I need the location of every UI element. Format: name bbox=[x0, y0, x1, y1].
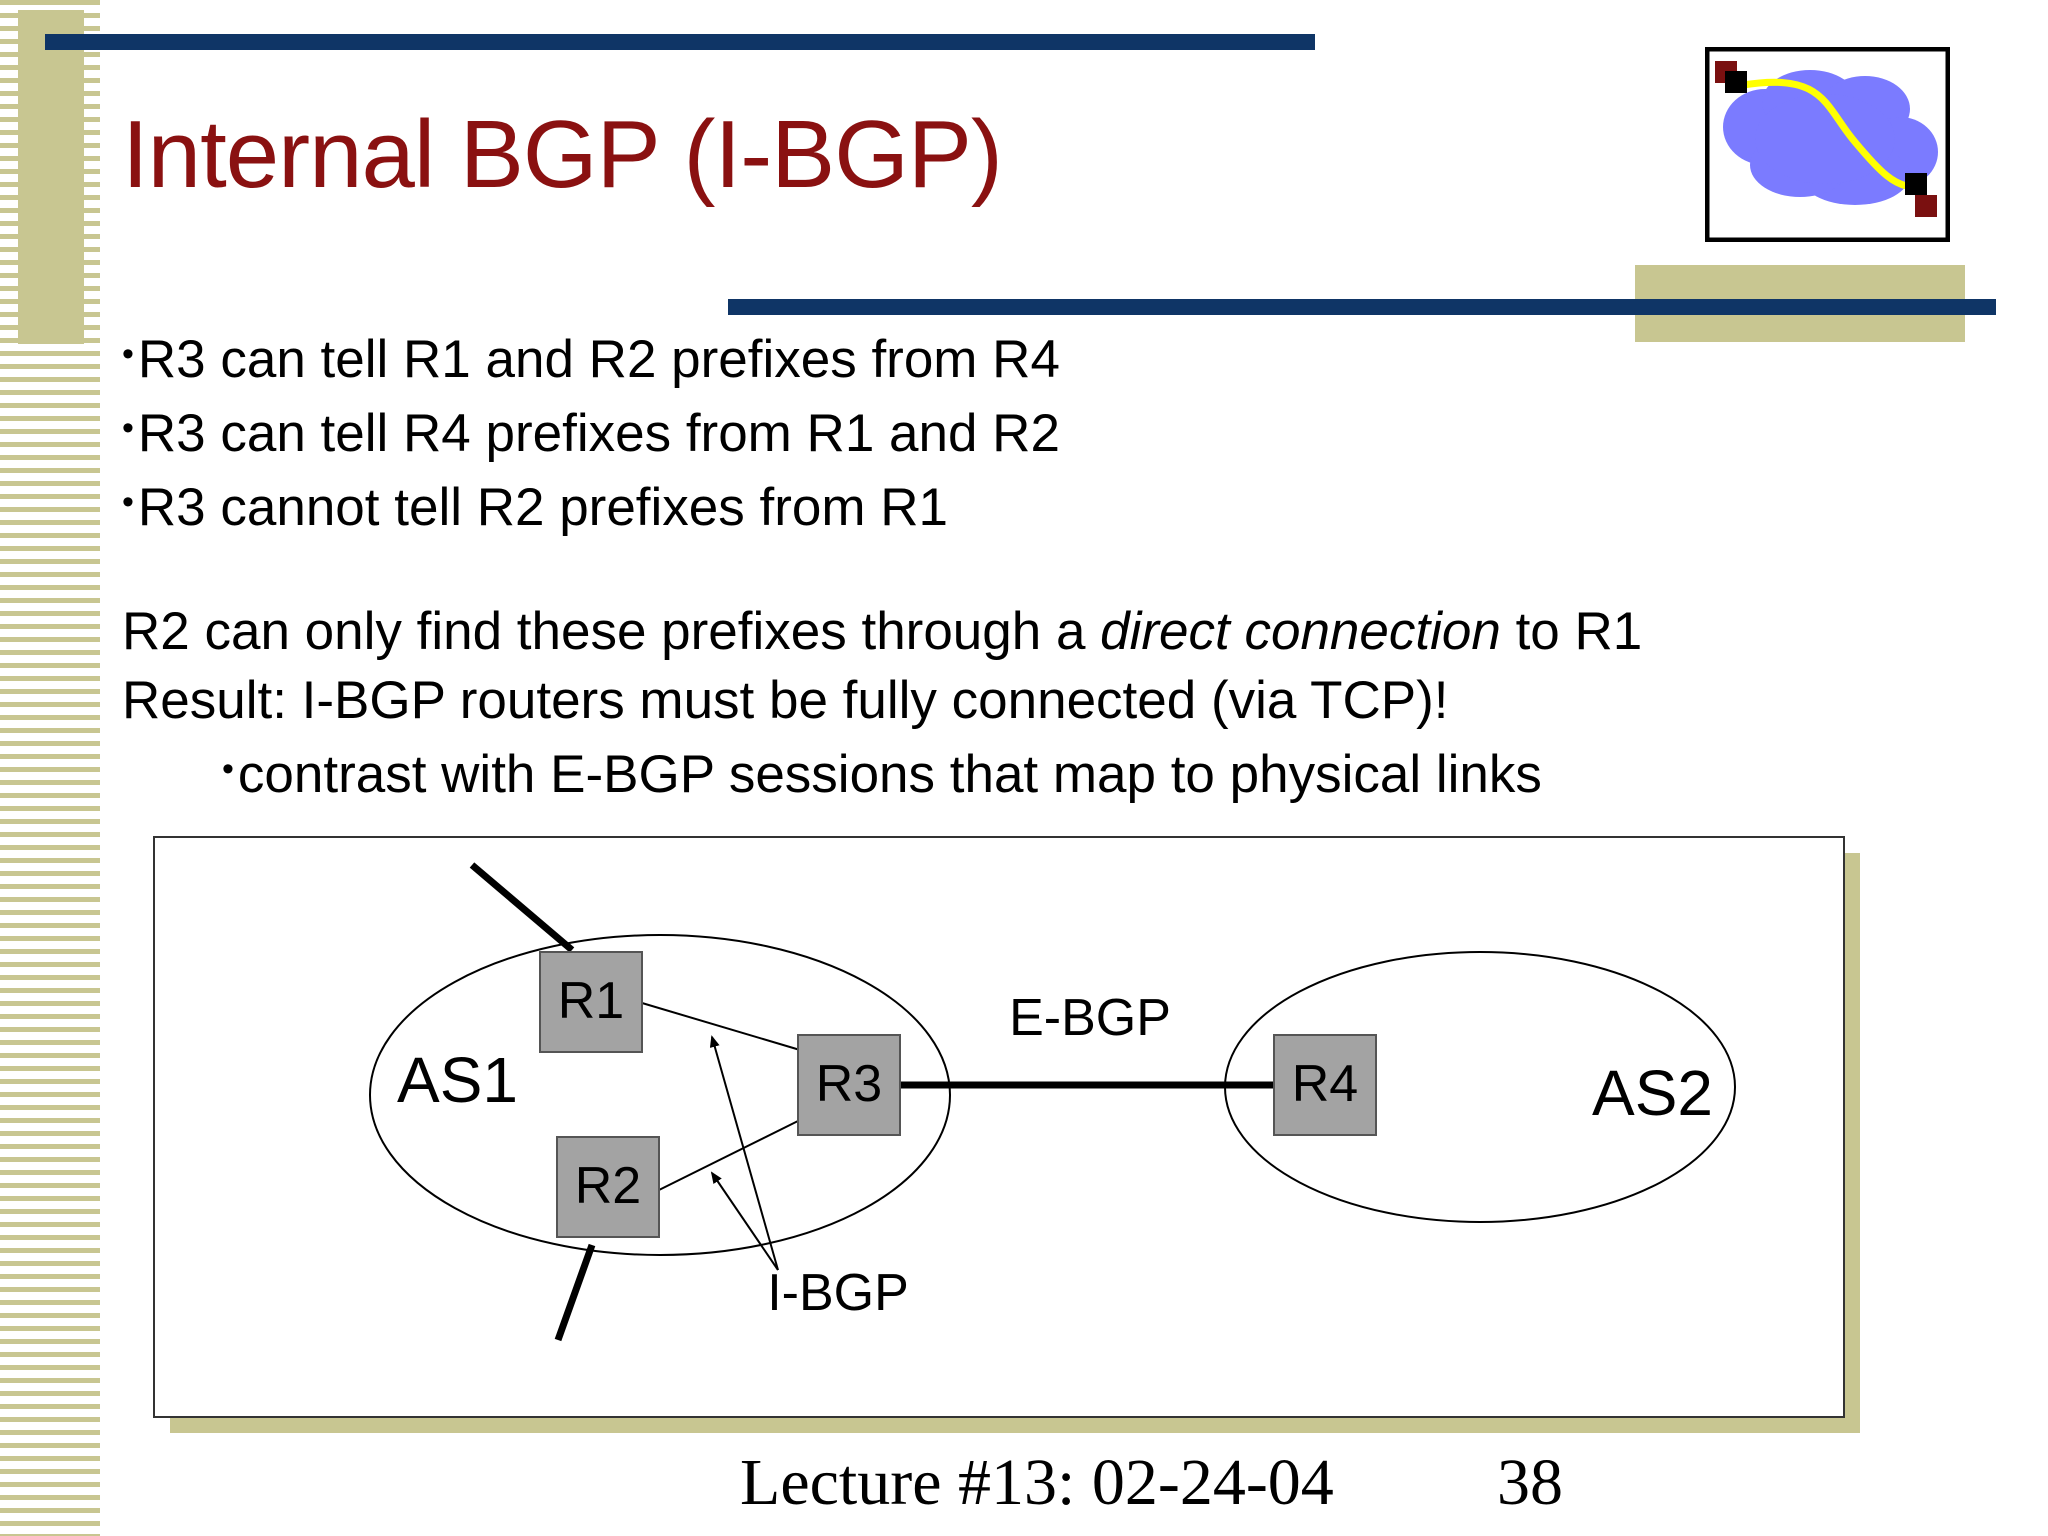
ibgp-arrow-upper bbox=[709, 1035, 779, 1271]
para1-text-end: to R1 bbox=[1500, 602, 1643, 661]
ibgp-session-r2-r3 bbox=[658, 1119, 801, 1191]
ibgp-session-r1-r3 bbox=[641, 1002, 801, 1051]
router-r4-label: R4 bbox=[1292, 1055, 1358, 1113]
router-r3-label: R3 bbox=[816, 1055, 882, 1113]
bullet-item: R3 cannot tell R2 prefixes from R1 bbox=[122, 468, 1060, 542]
router-r2-label: R2 bbox=[575, 1157, 641, 1215]
as2-label: AS2 bbox=[1592, 1057, 1713, 1129]
as1-ellipse bbox=[369, 934, 951, 1256]
top-rule bbox=[45, 34, 1315, 50]
router-r1-label: R1 bbox=[558, 972, 624, 1030]
bgp-diagram: R1 R2 R3 R4 AS1 AS2 E-BGP I-BGP bbox=[153, 836, 1860, 1433]
external-link-r2 bbox=[554, 1243, 596, 1342]
slide-title: Internal BGP (I-BGP) bbox=[122, 101, 1003, 208]
footer-page-number: 38 bbox=[1497, 1446, 1563, 1519]
paragraph-direct-connection: R2 can only find these prefixes through … bbox=[122, 597, 1642, 666]
router-r3: R3 bbox=[797, 1034, 901, 1136]
bullet-item: R3 can tell R4 prefixes from R1 and R2 bbox=[122, 394, 1060, 468]
ebgp-label: E-BGP bbox=[1009, 989, 1171, 1047]
ibgp-arrow-lower bbox=[710, 1171, 779, 1271]
router-r2: R2 bbox=[556, 1136, 660, 1238]
para1-text: R2 can only find these prefixes through … bbox=[122, 602, 1101, 661]
as1-label: AS1 bbox=[397, 1044, 518, 1116]
diagram-frame bbox=[153, 836, 1845, 1418]
bullet-list: R3 can tell R1 and R2 prefixes from R4 R… bbox=[122, 320, 1060, 542]
ibgp-label: I-BGP bbox=[767, 1264, 909, 1322]
network-cloud-logo-icon bbox=[1705, 47, 1950, 242]
left-accent-block bbox=[18, 10, 84, 344]
para1-emphasis: direct connection bbox=[1100, 602, 1501, 661]
router-r4: R4 bbox=[1273, 1034, 1377, 1136]
paragraph-result: Result: I-BGP routers must be fully conn… bbox=[122, 671, 1449, 730]
sub-bullet: contrast with E-BGP sessions that map to… bbox=[122, 735, 1642, 809]
external-link-r1 bbox=[469, 862, 575, 953]
router-r1: R1 bbox=[539, 951, 643, 1053]
footer-lecture: Lecture #13: 02-24-04 bbox=[740, 1446, 1334, 1519]
bullet-item: R3 can tell R1 and R2 prefixes from R4 bbox=[122, 320, 1060, 394]
explanation-text: R2 can only find these prefixes through … bbox=[122, 597, 1642, 809]
title-underline-rule bbox=[728, 299, 1996, 315]
